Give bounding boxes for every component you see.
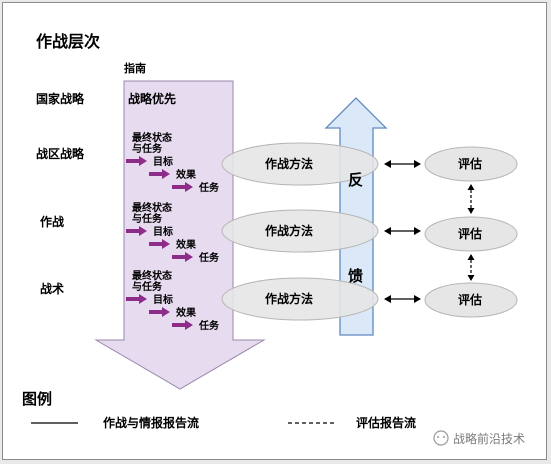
diagram-title: 作战层次 (36, 32, 100, 51)
step-text: 目标 (153, 293, 173, 306)
method-ellipse (221, 209, 379, 253)
eval-label: 评估 (458, 156, 482, 171)
step-arrow-icon (149, 169, 170, 179)
method-label: 作战方法 (265, 156, 313, 171)
step-arrow-icon (126, 226, 147, 236)
step-text: 最终状态 (132, 131, 172, 144)
step-arrow-icon (126, 294, 147, 304)
watermark: 战略前沿技术 (433, 430, 525, 446)
step-text: 任务 (198, 319, 220, 332)
step-text: 最终状态 (132, 269, 172, 282)
level-name: 战术 (40, 281, 64, 296)
step-text: 任务 (198, 181, 220, 194)
step-arrow-icon (149, 307, 170, 317)
method-label: 作战方法 (265, 291, 313, 306)
step-arrow-icon (172, 320, 193, 330)
legend-title: 图例 (22, 390, 52, 408)
method-label: 作战方法 (265, 223, 313, 238)
step-text: 效果 (176, 168, 197, 181)
eval-ellipse (424, 216, 518, 252)
step-arrow-icon (172, 182, 193, 192)
method-ellipse (221, 277, 379, 321)
level-name: 作战 (40, 214, 64, 229)
step-text: 目标 (153, 225, 173, 238)
method-ellipse (221, 142, 379, 186)
step-arrow-icon (149, 239, 170, 249)
step-text: 与任务 (132, 280, 163, 293)
feedback-char: 馈 (347, 267, 363, 285)
guide-label: 指南 (124, 61, 146, 75)
legend-solid-label: 作战与情报报告流 (103, 415, 199, 430)
legend-dashed-label: 评估报告流 (356, 415, 416, 430)
step-text: 与任务 (132, 142, 163, 155)
guide-down-arrow (94, 80, 266, 390)
method-ellipses (221, 142, 379, 321)
step-text: 与任务 (132, 212, 163, 225)
step-arrow-icon (126, 156, 147, 166)
step-arrow-icon (172, 252, 193, 262)
strategy-priority-label: 战略优先 (128, 91, 176, 106)
step-text: 目标 (153, 155, 173, 168)
eval-label: 评估 (458, 292, 482, 307)
feedback-char: 反 (348, 171, 363, 189)
wechat-icon (433, 430, 449, 446)
step-text: 最终状态 (132, 201, 172, 214)
level-name: 国家战略 (36, 91, 85, 106)
eval-label: 评估 (458, 226, 482, 241)
step-text: 效果 (176, 238, 197, 251)
watermark-text: 战略前沿技术 (453, 431, 525, 446)
step-text: 任务 (198, 251, 220, 264)
eval-ellipse (424, 146, 518, 182)
level-name: 战区战略 (36, 146, 85, 161)
eval-ellipse (424, 282, 518, 318)
step-text: 效果 (176, 306, 197, 319)
